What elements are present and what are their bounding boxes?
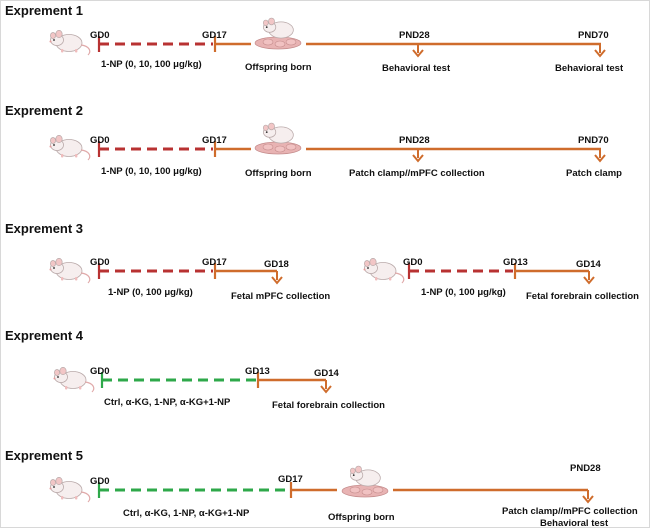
gd14-arrow-icon [320, 385, 332, 394]
pregnant-mouse-icon [48, 257, 91, 284]
pnd28-arrow-icon [582, 495, 594, 504]
dose-label: 1-NP (0, 100 μg/kg) [421, 287, 506, 298]
pnd2-test-label: Behavioral test [555, 63, 624, 74]
gd0-label: GD0 [90, 257, 110, 268]
pnd1-label: PND28 [399, 30, 430, 41]
gd0-label: GD0 [90, 135, 110, 146]
pnd1-label: PND28 [399, 135, 430, 146]
experiment-5: Exprement 5 GD0 GD17 Ctrl, α-KG, 1-NP, α… [5, 448, 638, 528]
pnd1-test-label: Behavioral test [382, 63, 451, 74]
pnd28-arrow-icon [412, 49, 424, 58]
pnd1-test-label-2: Behavioral test [540, 518, 609, 528]
gd-next-label: GD14 [314, 368, 340, 379]
experiment-3: Exprement 3 GD0 GD17 GD18 1-NP (0, 100 μ… [5, 221, 639, 302]
experiment-1-title: Exprement 1 [5, 3, 83, 18]
gd-end-label: GD17 [202, 257, 227, 268]
pnd70-arrow-icon [594, 49, 606, 58]
dose-label: 1-NP (0, 10, 100 μg/kg) [101, 166, 202, 177]
pregnant-mouse-icon [52, 366, 95, 393]
collection-label: Fetal forebrain collection [526, 291, 639, 302]
pregnant-mouse-icon [48, 29, 91, 56]
treatment-label: Ctrl, α-KG, 1-NP, α-KG+1-NP [104, 397, 231, 408]
pnd2-label: PND70 [578, 135, 609, 146]
experiment-1: Exprement 1 GD0 GD17 1-NP (0, 10, 100 μg… [5, 3, 624, 74]
gd14-arrow-icon [583, 276, 595, 285]
gd0-label: GD0 [90, 30, 110, 41]
dose-label: 1-NP (0, 10, 100 μg/kg) [101, 59, 202, 70]
dose-label: 1-NP (0, 100 μg/kg) [108, 287, 193, 298]
experiment-5-title: Exprement 5 [5, 448, 83, 463]
offspring-born-label: Offspring born [328, 512, 395, 523]
collection-label: Fetal mPFC collection [231, 291, 330, 302]
gd-end-label: GD13 [503, 257, 528, 268]
pnd28-arrow-icon [412, 154, 424, 163]
experiment-2-title: Exprement 2 [5, 103, 83, 118]
collection-label: Fetal forebrain collection [272, 400, 385, 411]
gd-end-label: GD17 [202, 135, 227, 146]
pnd2-test-label: Patch clamp [566, 168, 622, 179]
gd-next-label: GD14 [576, 259, 602, 270]
gd0-label: GD0 [90, 476, 110, 487]
pregnant-mouse-icon [48, 476, 91, 503]
experiment-4: Exprement 4 GD0 GD13 GD14 Ctrl, α-KG, 1-… [5, 328, 385, 411]
treatment-label: Ctrl, α-KG, 1-NP, α-KG+1-NP [123, 508, 250, 519]
gd0-label: GD0 [403, 257, 423, 268]
offspring-mice-icon [254, 122, 302, 155]
pnd1-test-label: Patch clamp//mPFC collection [502, 506, 638, 517]
gd18-arrow-icon [271, 276, 283, 285]
pnd2-label: PND70 [578, 30, 609, 41]
offspring-mice-icon [341, 465, 389, 498]
experiment-2: Exprement 2 GD0 GD17 1-NP (0, 10, 100 μg… [5, 103, 622, 179]
gd0-label: GD0 [90, 366, 110, 377]
experiment-3-title: Exprement 3 [5, 221, 83, 236]
pregnant-mouse-icon [362, 257, 405, 284]
pregnant-mouse-icon [48, 134, 91, 161]
pnd1-test-label: Patch clamp//mPFC collection [349, 168, 485, 179]
gd-end-label: GD13 [245, 366, 270, 377]
offspring-mice-icon [254, 17, 302, 50]
pnd70-arrow-icon [594, 154, 606, 163]
pnd1-label: PND28 [570, 463, 601, 474]
gd-next-label: GD18 [264, 259, 289, 270]
offspring-born-label: Offspring born [245, 62, 312, 73]
gd-end-label: GD17 [202, 30, 227, 41]
gd-end-label: GD17 [278, 474, 303, 485]
offspring-born-label: Offspring born [245, 168, 312, 179]
experiment-4-title: Exprement 4 [5, 328, 84, 343]
